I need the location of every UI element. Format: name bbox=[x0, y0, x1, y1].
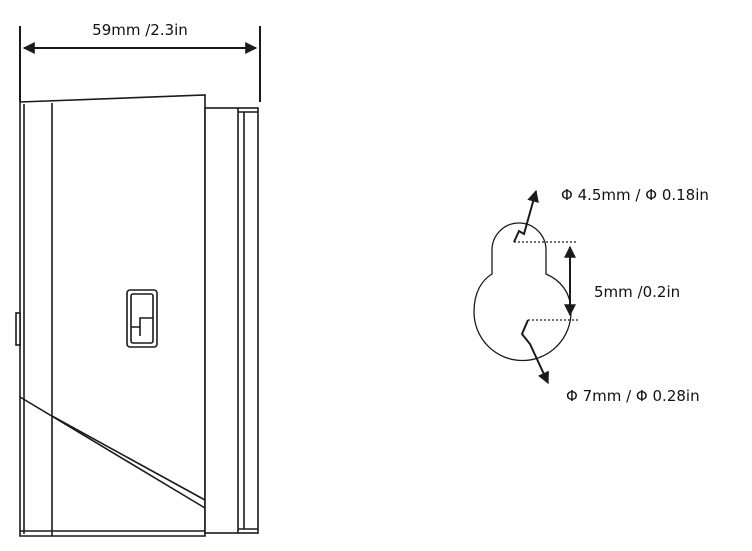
large-hole-leader: Φ 7mm / Φ 0.28in bbox=[520, 319, 700, 405]
large-hole-leader-line bbox=[520, 319, 549, 385]
small-hole-leader-line bbox=[513, 189, 539, 243]
side-port-tab bbox=[15, 312, 21, 346]
slot-length-label: 5mm /0.2in bbox=[594, 283, 680, 301]
slot-length-dimension: 5mm /0.2in bbox=[564, 245, 680, 317]
switch-outer-frame bbox=[126, 289, 158, 348]
mounting-plate bbox=[204, 107, 259, 534]
device-side-view bbox=[15, 94, 259, 537]
side-switch bbox=[126, 289, 158, 348]
width-dimension-label: 59mm /2.3in bbox=[92, 21, 188, 39]
device-body-outline bbox=[19, 94, 206, 537]
small-hole-leader: Φ 4.5mm / Φ 0.18in bbox=[513, 186, 709, 243]
large-hole-diameter-label: Φ 7mm / Φ 0.28in bbox=[566, 387, 700, 405]
small-hole-diameter-label: Φ 4.5mm / Φ 0.18in bbox=[561, 186, 709, 204]
keyhole-slot bbox=[473, 222, 578, 362]
keyhole-outline bbox=[473, 222, 572, 362]
switch-toggle bbox=[131, 317, 153, 328]
cover-diagonal-inner bbox=[51, 415, 206, 501]
cover-diagonal-edge bbox=[19, 396, 206, 509]
width-dimension: 59mm /2.3in bbox=[19, 21, 261, 102]
